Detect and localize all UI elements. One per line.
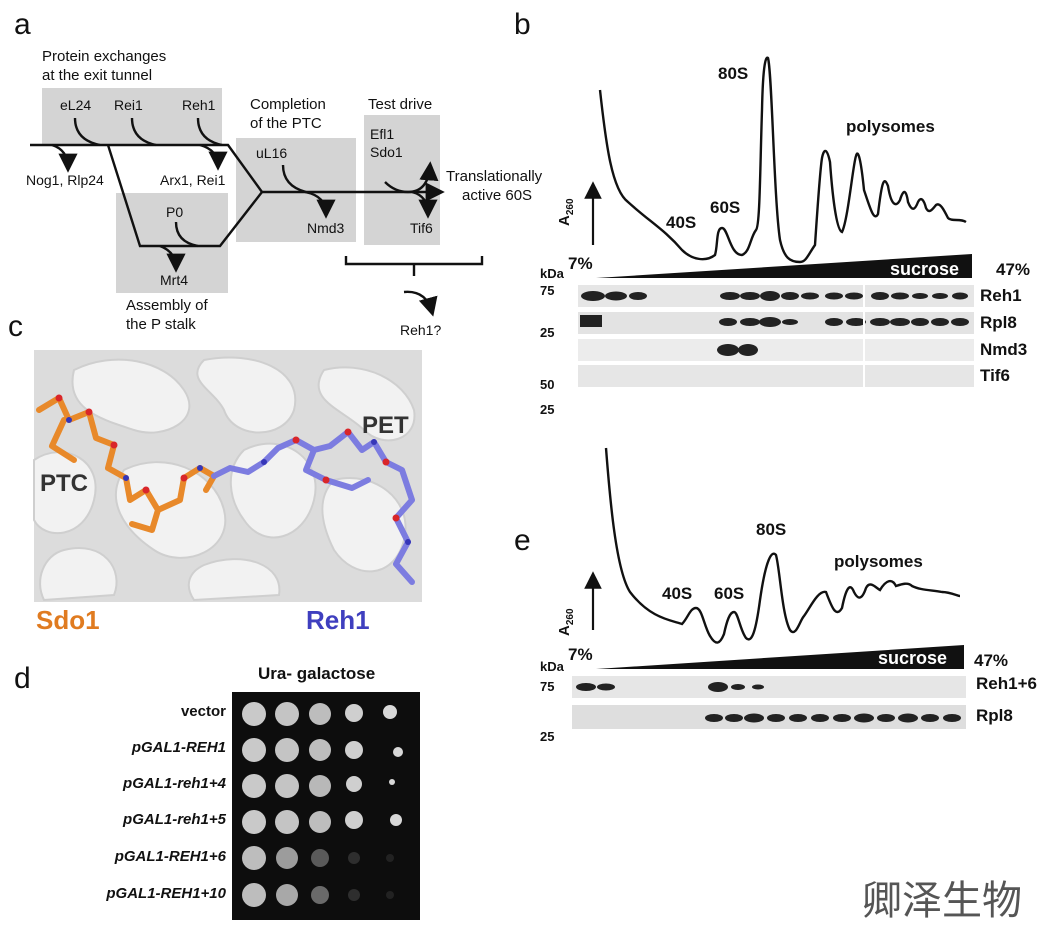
blot-rpl8-e: Rpl8 xyxy=(976,706,1013,725)
gradient-label-e: sucrose xyxy=(878,648,948,668)
gradient-start-e: 7% xyxy=(568,645,593,664)
factor-rei1: Rei1 xyxy=(114,97,143,113)
blot-reh1-b: Reh1 xyxy=(980,286,1022,305)
factor-sdo1: Sdo1 xyxy=(370,144,403,160)
stage-ptc-line1: Completion xyxy=(250,96,326,113)
strain-vector: vector xyxy=(180,703,226,720)
kda-label-e: kDa xyxy=(540,659,564,674)
factor-ul16: uL16 xyxy=(256,145,288,161)
factor-el24: eL24 xyxy=(60,97,92,113)
blot-tif6-b: Tif6 xyxy=(980,366,1010,385)
question-reh1: Reh1? xyxy=(400,322,442,338)
peak-polysomes-b: polysomes xyxy=(846,117,935,136)
watermark: 卿泽生物 xyxy=(862,878,1022,924)
released-nmd3: Nmd3 xyxy=(307,220,345,236)
condition-label: Ura- galactose xyxy=(258,664,376,683)
strain-pgal1-reh1-5: pGAL1-reh1+5 xyxy=(123,811,226,828)
sucrose-gradient-wedge-e xyxy=(596,645,964,669)
result-line1: Translationally xyxy=(446,168,543,185)
kda-label-b: kDa xyxy=(540,266,564,281)
site-ptc-label: PTC xyxy=(40,470,88,497)
panel-d-label: d xyxy=(14,662,31,695)
peak-60s-e: 60S xyxy=(714,584,745,603)
marker-75-b: 75 xyxy=(540,283,555,298)
stage-protein-exchange-line1: Protein exchanges xyxy=(42,48,167,65)
factor-tif6: Tif6 xyxy=(410,220,433,236)
marker-25-e: 25 xyxy=(540,729,555,744)
blot-strips-b xyxy=(578,285,974,387)
released-arx1-rei1: Arx1, Rei1 xyxy=(160,172,226,188)
factor-reh1: Reh1 xyxy=(182,97,216,113)
strain-pgal1-reh1-10: pGAL1-REH1+10 xyxy=(106,885,226,902)
factor-efl1: Efl1 xyxy=(370,126,395,142)
stage-test-drive: Test drive xyxy=(368,96,433,113)
peak-40s-e: 40S xyxy=(662,584,693,603)
result-line2: active 60S xyxy=(462,187,533,204)
peak-80s-b: 80S xyxy=(718,64,749,83)
sucrose-gradient-wedge-b xyxy=(596,254,972,278)
blot-nmd3-b: Nmd3 xyxy=(980,340,1028,359)
panel-b-label: b xyxy=(514,8,531,41)
spot-assay-plate xyxy=(232,692,420,920)
protein-sdo1-label: Sdo1 xyxy=(36,605,100,635)
stage-ptc-line2: of the PTC xyxy=(250,115,322,132)
gray-box-exit-tunnel xyxy=(42,88,222,145)
panel-a-label: a xyxy=(14,8,31,41)
peak-40s-b: 40S xyxy=(666,213,697,232)
strain-pgal1-reh1-4: pGAL1-reh1+4 xyxy=(123,775,226,792)
stage-p-stalk-line2: the P stalk xyxy=(126,316,196,333)
profile-b xyxy=(584,56,967,264)
strain-pgal1-reh1: pGAL1-REH1 xyxy=(131,739,226,756)
peak-80s-e: 80S xyxy=(756,520,787,539)
site-pet-label: PET xyxy=(362,412,409,439)
marker-25-b1: 25 xyxy=(540,325,555,340)
marker-50-b: 50 xyxy=(540,377,555,392)
marker-75-e: 75 xyxy=(540,679,555,694)
panel-c-label: c xyxy=(8,310,23,343)
gradient-end-b: 47% xyxy=(996,260,1031,279)
profile-e xyxy=(584,447,961,644)
peak-polysomes-e: polysomes xyxy=(834,552,923,571)
marker-25-b2: 25 xyxy=(540,402,555,417)
peak-60s-b: 60S xyxy=(710,198,741,217)
gradient-end-e: 47% xyxy=(974,651,1009,670)
protein-reh1-label: Reh1 xyxy=(306,605,370,635)
blot-reh1-6-e: Reh1+6 xyxy=(976,674,1037,693)
released-nog1-rlp24: Nog1, Rlp24 xyxy=(26,172,104,188)
factor-p0: P0 xyxy=(166,204,184,220)
gray-box-ptc xyxy=(236,138,356,242)
gradient-start-b: 7% xyxy=(568,254,593,273)
yaxis-a260-e: A260 xyxy=(556,608,576,636)
stage-protein-exchange-line2: at the exit tunnel xyxy=(42,67,153,84)
panel-e-label: e xyxy=(514,524,531,557)
released-mrt4: Mrt4 xyxy=(160,272,188,288)
yaxis-a260-b: A260 xyxy=(556,198,576,226)
pathway-diagram xyxy=(30,117,484,317)
structure-view xyxy=(33,350,422,602)
strain-pgal1-reh1-6: pGAL1-REH1+6 xyxy=(114,848,226,865)
blot-rpl8-b: Rpl8 xyxy=(980,313,1017,332)
gradient-label-b: sucrose xyxy=(890,259,960,279)
gray-box-p-stalk xyxy=(116,193,228,293)
blot-strips-e xyxy=(572,676,966,729)
stage-p-stalk-line1: Assembly of xyxy=(126,297,208,314)
